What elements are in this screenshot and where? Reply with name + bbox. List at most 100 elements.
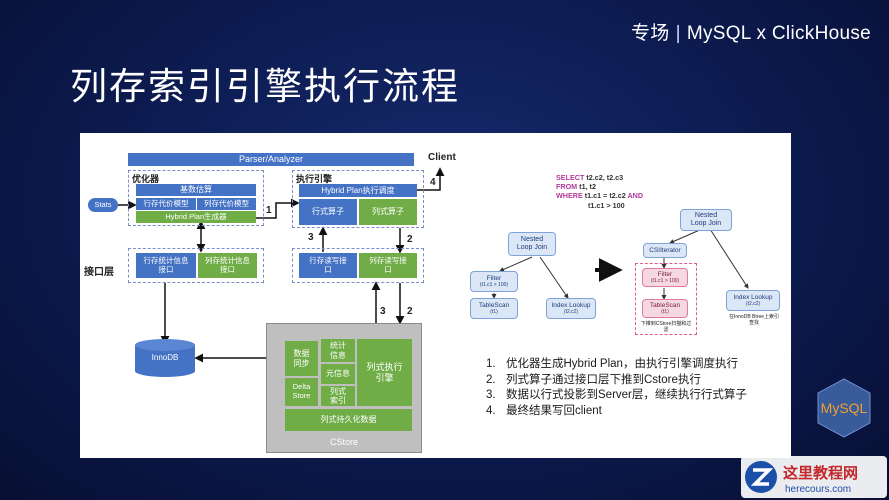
step-number: 3. <box>486 389 496 401</box>
edge-r1 <box>669 228 703 244</box>
page-title: 列存索引引擎执行流程 <box>70 65 460 108</box>
row-cost-model-box: 行存代价模型 <box>136 198 196 210</box>
arrow-1 <box>256 198 300 219</box>
mysql-logo-icon: MySQL <box>817 378 871 438</box>
meta-box: 元信息 <box>321 364 355 384</box>
step-text: 优化器生成Hybrid Plan，由执行引擎调度执行 <box>506 358 738 370</box>
right-filter-cond: (t1.c1 > 100) <box>650 278 680 285</box>
step-number: 4. <box>486 404 496 417</box>
right-csi-text: CSIIterator <box>649 246 681 254</box>
arrow-1-label: 1 <box>266 205 272 216</box>
watermark-logo-icon: 这里教程网 herecours.com <box>741 456 887 498</box>
col-exec-engine-box: 列式执行引擎 <box>357 339 412 406</box>
optimizer-frame <box>128 170 264 226</box>
sql-and-kw: AND <box>627 191 644 201</box>
header-divider: | <box>675 23 681 44</box>
optimizer-label: 优化器 <box>132 174 160 184</box>
edge-l2 <box>539 256 569 299</box>
right-indexlookup-text: Index Lookup <box>733 293 773 301</box>
row-operator-box: 行式算子 <box>299 199 357 225</box>
step-number: 2. <box>486 373 496 386</box>
col-rw-iface-box: 列存读写接口 <box>359 253 417 278</box>
cstore-label: CStore <box>329 436 358 447</box>
iface-stats-frame <box>128 248 264 283</box>
step-item: 4. 最终结果写回client <box>486 404 747 420</box>
sql-select: t2.c2, t2.c3 <box>586 173 624 182</box>
col-stats-iface-box: 列存统计信息接口 <box>198 253 257 278</box>
left-filter-cond: (t1.c1 > 100) <box>479 282 509 289</box>
data-sync-box: 数据同步 <box>285 341 318 376</box>
left-indexlookup-text: Index Lookup <box>551 301 591 309</box>
sql-where-kw: WHERE <box>556 191 583 201</box>
arrow-3-bottom-label: 3 <box>380 306 386 317</box>
header-topic: 专场|MySQL x ClickHouse <box>631 18 871 45</box>
row-rw-iface-box: 行存读写接口 <box>299 253 357 278</box>
step-item: 3. 数据以行式投影到Server层，继续执行行式算子 <box>486 388 747 404</box>
left-nlj-text: Nested Loop Join <box>516 235 548 251</box>
header-right: MySQL x ClickHouse <box>686 23 871 44</box>
sql-query: SELECT t2.c2, t2.c3 FROM t1, t2 WHERE t1… <box>556 173 643 210</box>
pushdown-frame <box>635 263 697 335</box>
header-left: 专场 <box>630 23 670 44</box>
engine-frame <box>292 170 424 228</box>
arrow-3-top-label: 3 <box>308 232 314 243</box>
steps-list: 1. 优化器生成Hybrid Plan，由执行引擎调度执行 2. 列式算子通过接口层… <box>486 357 747 419</box>
right-indexlookup-key: (t2.c2) <box>745 301 761 308</box>
step-item: 2. 列式算子通过接口层下推到Cstore执行 <box>486 373 747 389</box>
sql-select-kw: SELECT <box>556 173 585 182</box>
right-tablescan-table: (t1) <box>661 309 669 316</box>
persist-data-box: 列式持久化数据 <box>285 409 412 431</box>
step-text: 最终结果写回client <box>506 404 602 417</box>
stats-box: Stats <box>88 198 118 212</box>
right-tablescan-text: TableScan <box>649 301 681 309</box>
arrow-2-top-label: 2 <box>407 234 413 245</box>
watermark-cn: 这里教程网 <box>783 464 858 482</box>
right-indexlookup-node: Index Lookup(t2.c2) <box>726 290 780 311</box>
arrow-2-bottom-label: 2 <box>407 306 413 317</box>
left-tablescan-node: TableScan(t1) <box>470 298 518 319</box>
sql-where: t1.c1 = t2.c2 <box>584 191 626 201</box>
delta-store-box: Delta Store <box>285 378 318 406</box>
plan-generator-box: Hybrid Plan生成器 <box>136 211 256 223</box>
col-index-box: 列式索引 <box>321 386 355 406</box>
scheduler-box: Hybrid Plan执行调度 <box>299 184 417 197</box>
indexlookup-note: 在InnoDB Btree上索引查找 <box>728 314 780 326</box>
iface-rw-frame <box>292 248 424 283</box>
right-csi-node: CSIIterator <box>643 243 687 258</box>
iface-layer-label: 接口层 <box>84 267 114 278</box>
left-indexlookup-key: (t2.c2) <box>563 309 579 316</box>
col-operator-box: 列式算子 <box>359 199 417 225</box>
sql-and: t1.c1 > 100 <box>588 200 625 210</box>
watermark-en: herecours.com <box>785 484 851 495</box>
client-label: Client <box>428 152 456 163</box>
left-tablescan-text: TableScan <box>478 301 510 309</box>
innodb-label: InnoDB <box>151 353 179 363</box>
mysql-logo-text: MySQL <box>821 400 868 416</box>
right-nlj-text: Nested Loop Join <box>690 211 722 227</box>
right-nlj-node: Nested Loop Join <box>680 209 732 231</box>
right-tablescan-node: TableScan(t1) <box>642 299 688 318</box>
step-item: 1. 优化器生成Hybrid Plan，由执行引擎调度执行 <box>486 357 747 373</box>
cstore-stats-box: 统计信息 <box>321 339 355 362</box>
parser-box: Parser/Analyzer <box>128 153 414 166</box>
col-cost-model-box: 列存代价模型 <box>197 198 256 210</box>
left-nlj-node: Nested Loop Join <box>508 232 556 256</box>
edge-l1 <box>499 256 533 272</box>
edge-r2 <box>709 228 749 289</box>
sql-from-kw: FROM <box>556 182 578 192</box>
left-tablescan-table: (t1) <box>490 309 498 316</box>
innodb-cylinder <box>135 339 195 377</box>
diagram-panel: Parser/Analyzer Client 优化器 基数估算 行存代价模型 列… <box>80 133 791 458</box>
cost-estimation-box: 基数估算 <box>136 184 256 196</box>
step-text: 数据以行式投影到Server层，继续执行行式算子 <box>506 389 747 401</box>
left-filter-node: Filter(t1.c1 > 100) <box>470 271 518 292</box>
row-stats-iface-box: 行存统计信息接口 <box>136 253 196 278</box>
pushdown-note: 下推到CStore扫描和过滤 <box>640 321 692 333</box>
left-indexlookup-node: Index Lookup(t2.c2) <box>546 298 596 319</box>
step-number: 1. <box>486 358 496 370</box>
left-filter-text: Filter <box>486 274 502 282</box>
engine-label: 执行引擎 <box>296 174 333 184</box>
right-filter-text: Filter <box>657 270 673 278</box>
arrow-4 <box>410 167 445 191</box>
step-text: 列式算子通过接口层下推到Cstore执行 <box>506 373 701 386</box>
